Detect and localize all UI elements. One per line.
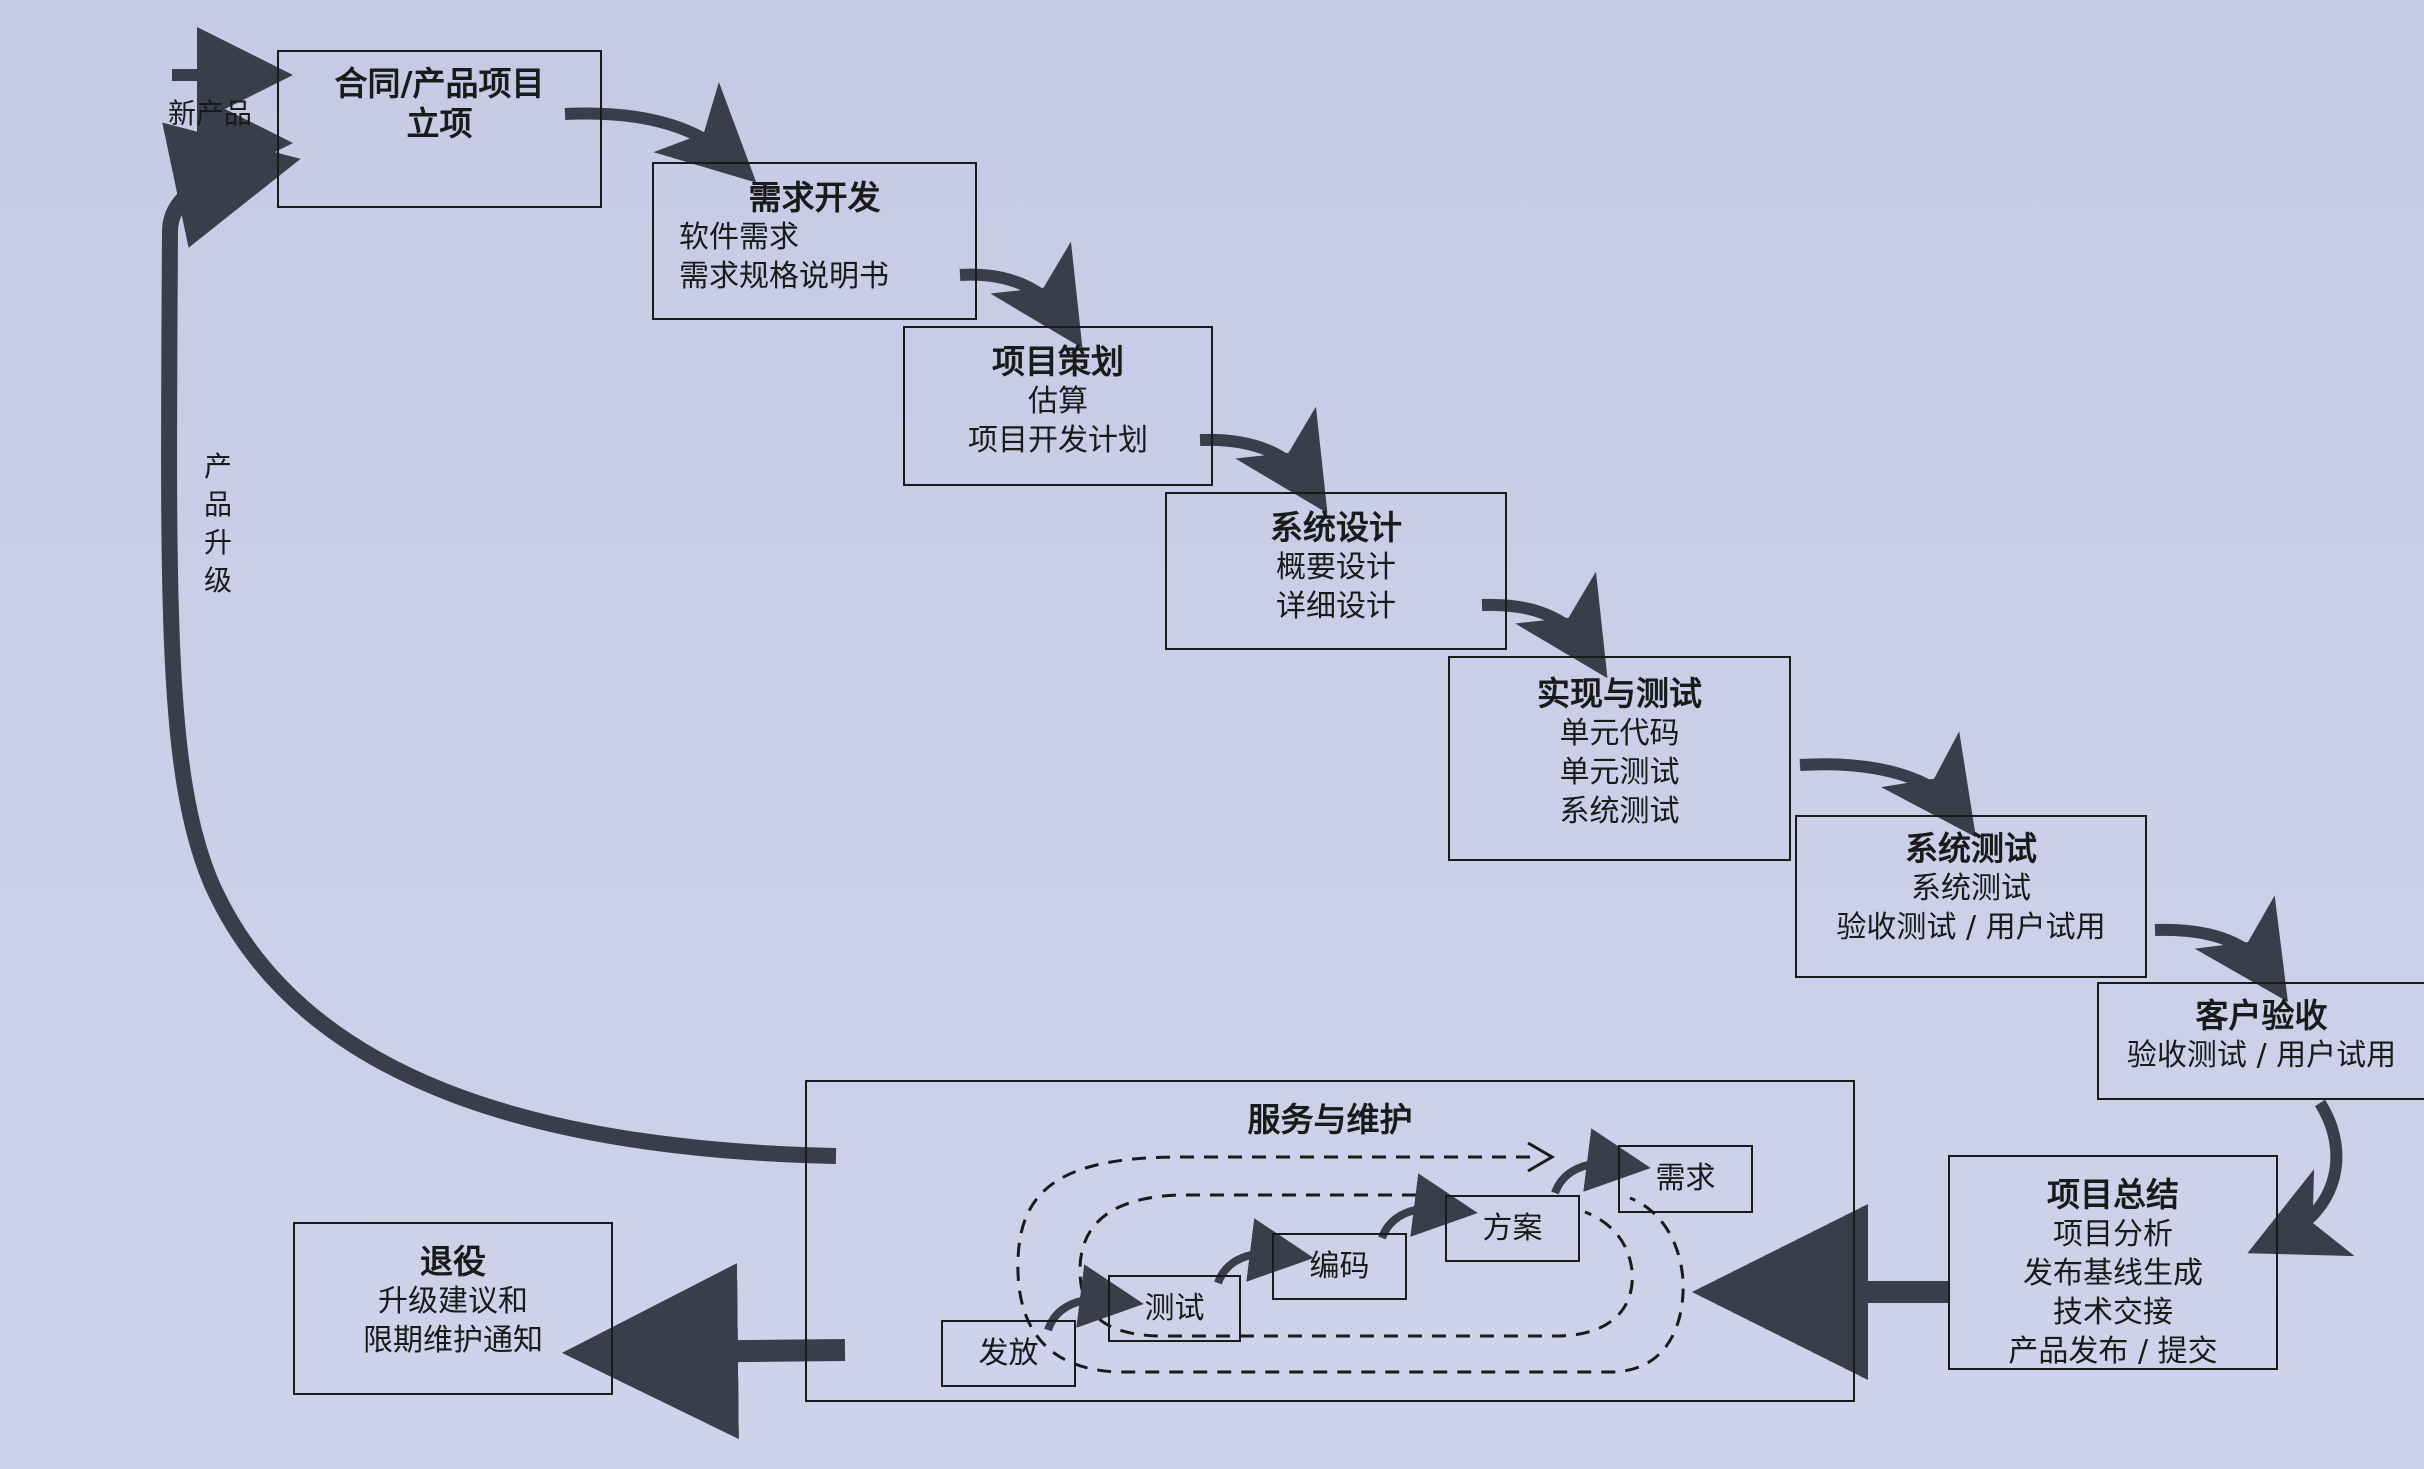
stage-title: 需求开发: [748, 178, 881, 217]
stage-line: 估算: [1028, 384, 1088, 419]
upgrade-char: 品: [203, 488, 232, 521]
upgrade-char: 产: [203, 450, 232, 483]
stage-project-summary: 项目总结 项目分析 发布基线生成 技术交接 产品发布 / 提交: [1948, 1155, 2278, 1370]
arrow-product-upgrade-loop: [161, 122, 837, 1164]
arrow-stage-5-6: [1799, 731, 1976, 838]
stage-line: 项目开发计划: [968, 423, 1148, 458]
retire-box: 退役 升级建议和 限期维护通知: [293, 1222, 613, 1395]
maintenance-step-release: 发放: [941, 1320, 1076, 1387]
stage-line: 单元测试: [1559, 755, 1680, 790]
retire-line: 限期维护通知: [363, 1323, 543, 1358]
maintenance-box: 服务与维护: [805, 1080, 1855, 1402]
stage-customer-acceptance: 客户验收 验收测试 / 用户试用: [2097, 982, 2424, 1100]
stage-planning: 项目策划 估算 项目开发计划: [903, 326, 1213, 486]
maintenance-step-coding: 编码: [1272, 1233, 1407, 1300]
maintenance-cycle-arrowhead: [1527, 1141, 1555, 1173]
arrow-stage-1-2: [564, 81, 757, 183]
stage-title: 系统测试: [1905, 829, 2037, 868]
arrow-bianma-fangan: [1378, 1173, 1478, 1240]
retire-title: 退役: [420, 1242, 486, 1281]
product-upgrade-label: 产 品 升 级: [200, 448, 236, 600]
stage-system-design: 系统设计 概要设计 详细设计: [1165, 492, 1507, 650]
maintenance-cycle-outer: [1016, 1155, 1685, 1374]
stage-line: 立项: [406, 104, 473, 143]
stage-line: 验收测试 / 用户试用: [2126, 1038, 2397, 1073]
upgrade-char: 升: [203, 526, 232, 559]
stage-title: 合同/产品项目: [334, 64, 545, 103]
maintenance-step-solution: 方案: [1445, 1195, 1580, 1262]
maintenance-title: 服务与维护: [1247, 1100, 1413, 1139]
stage-line: 项目分析: [2053, 1217, 2173, 1252]
arrow-stage-6-7: [2154, 895, 2288, 1002]
stage-line: 单元代码: [1559, 716, 1680, 751]
arrow-stage-7-8: [2247, 1099, 2355, 1257]
stage-contract-initiation: 合同/产品项目 立项: [277, 50, 602, 208]
stage-title: 项目总结: [2047, 1175, 2179, 1214]
maintenance-cycle-inner: [1078, 1193, 1634, 1338]
stage-line: 系统测试: [1911, 871, 2031, 906]
stage-title: 客户验收: [2195, 996, 2328, 1035]
arrow-stage-4-5: [1481, 571, 1608, 679]
retire-line: 升级建议和: [378, 1284, 528, 1319]
new-product-label: 新产品: [168, 97, 253, 130]
stage-title: 系统设计: [1270, 508, 1402, 547]
stage-line: 技术交接: [2053, 1295, 2173, 1330]
stage-line: 详细设计: [1276, 589, 1396, 624]
stage-requirements: 需求开发 软件需求 需求规格说明书: [652, 162, 977, 320]
stage-line: 软件需求: [679, 220, 799, 255]
arrow-stage-3-4: [1199, 406, 1328, 514]
arrow-maintenance-to-retire: [562, 1263, 846, 1440]
stage-title: 实现与测试: [1537, 674, 1702, 713]
maintenance-step-testing: 测试: [1108, 1275, 1241, 1342]
stage-line: 系统测试: [1559, 794, 1680, 829]
stage-system-test: 系统测试 系统测试 验收测试 / 用户试用: [1795, 815, 2147, 978]
stage-line: 发布基线生成: [2023, 1256, 2203, 1291]
stage-line: 产品发布 / 提交: [2008, 1334, 2218, 1369]
stage-line: 概要设计: [1276, 550, 1396, 585]
arrow-fangan-xuqiu: [1551, 1128, 1651, 1195]
upgrade-char: 级: [203, 564, 232, 597]
stage-line: 需求规格说明书: [679, 259, 889, 294]
arrow-fafang-ceshi: [1044, 1264, 1144, 1332]
maintenance-step-requirement: 需求: [1618, 1145, 1753, 1213]
stage-title: 项目策划: [992, 342, 1124, 381]
stage-line: 验收测试 / 用户试用: [1836, 910, 2106, 945]
stage-implementation-test: 实现与测试 单元代码 单元测试 系统测试: [1448, 656, 1791, 861]
